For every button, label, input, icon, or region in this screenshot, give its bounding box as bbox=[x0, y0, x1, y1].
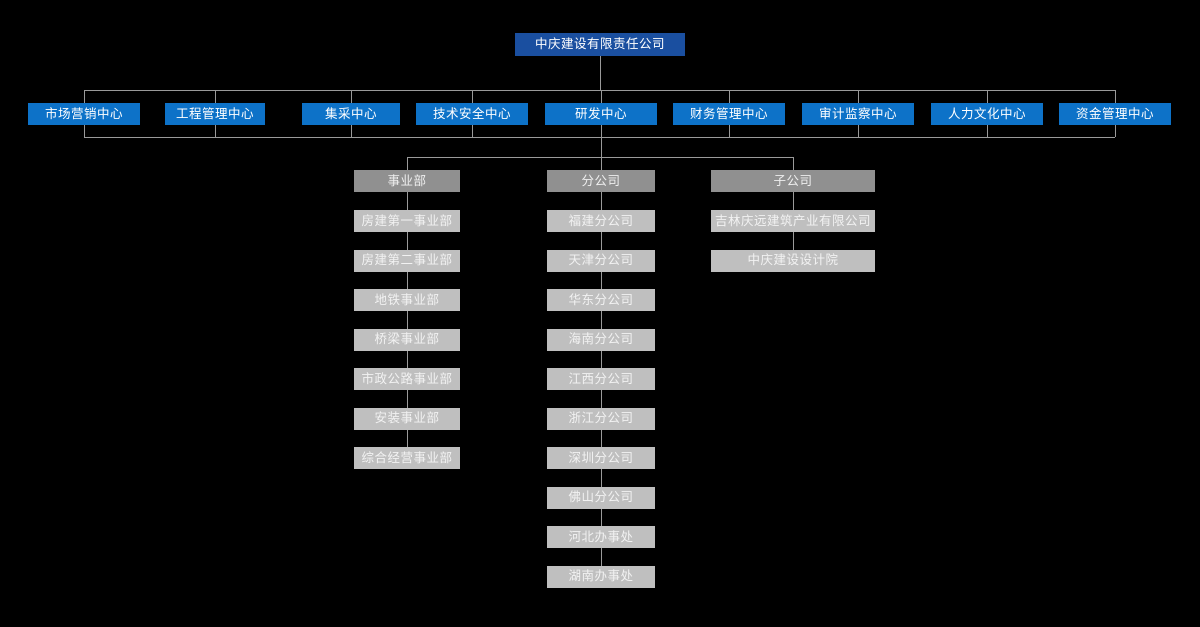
connector-group-drop-1 bbox=[601, 157, 602, 170]
group-0-item-4[interactable]: 市政公路事业部 bbox=[354, 368, 460, 390]
connector-root-stem bbox=[600, 56, 601, 90]
connector-department-drop-7 bbox=[987, 90, 988, 103]
department-node-1[interactable]: 工程管理中心 bbox=[165, 103, 265, 125]
connector-group-drop-0 bbox=[407, 157, 408, 170]
connector-department-drop-6 bbox=[858, 90, 859, 103]
connector-department-stem-2 bbox=[351, 125, 352, 137]
root-node[interactable]: 中庆建设有限责任公司 bbox=[515, 33, 685, 56]
group-1-item-0[interactable]: 福建分公司 bbox=[547, 210, 655, 232]
group-1-item-9[interactable]: 湖南办事处 bbox=[547, 565, 655, 588]
group-header-2[interactable]: 子公司 bbox=[711, 170, 875, 192]
connector-bus-groups bbox=[407, 157, 793, 158]
group-0-item-6[interactable]: 综合经营事业部 bbox=[354, 447, 460, 469]
group-2-item-0[interactable]: 吉林庆远建筑产业有限公司 bbox=[711, 210, 875, 232]
group-1-item-4[interactable]: 江西分公司 bbox=[547, 368, 655, 390]
connector-group-spine-0 bbox=[407, 192, 408, 447]
group-0-item-0[interactable]: 房建第一事业部 bbox=[354, 210, 460, 232]
connector-department-stem-7 bbox=[987, 125, 988, 137]
connector-department-drop-0 bbox=[84, 90, 85, 103]
connector-department-stem-0 bbox=[84, 125, 85, 137]
group-1-item-8[interactable]: 河北办事处 bbox=[547, 526, 655, 548]
connector-bus-departments-top bbox=[84, 90, 1115, 91]
connector-department-stem-3 bbox=[472, 125, 473, 137]
group-0-item-1[interactable]: 房建第二事业部 bbox=[354, 249, 460, 272]
group-1-item-7[interactable]: 佛山分公司 bbox=[547, 486, 655, 509]
department-node-7[interactable]: 人力文化中心 bbox=[931, 103, 1043, 125]
connector-center-stem bbox=[601, 137, 602, 157]
department-node-6[interactable]: 审计监察中心 bbox=[802, 103, 914, 125]
connector-department-stem-8 bbox=[1115, 125, 1116, 137]
connector-department-stem-1 bbox=[215, 125, 216, 137]
connector-department-stem-5 bbox=[729, 125, 730, 137]
connector-bus-departments-bottom bbox=[84, 137, 1115, 138]
department-node-0[interactable]: 市场营销中心 bbox=[28, 103, 140, 125]
department-node-2[interactable]: 集采中心 bbox=[302, 103, 400, 125]
connector-department-drop-4 bbox=[601, 90, 602, 103]
group-1-item-5[interactable]: 浙江分公司 bbox=[547, 407, 655, 430]
group-0-item-2[interactable]: 地铁事业部 bbox=[354, 289, 460, 311]
connector-department-drop-2 bbox=[351, 90, 352, 103]
group-header-0[interactable]: 事业部 bbox=[354, 170, 460, 192]
connector-department-drop-1 bbox=[215, 90, 216, 103]
connector-department-drop-5 bbox=[729, 90, 730, 103]
group-2-item-1[interactable]: 中庆建设设计院 bbox=[711, 249, 875, 272]
group-1-item-1[interactable]: 天津分公司 bbox=[547, 249, 655, 272]
connector-department-stem-6 bbox=[858, 125, 859, 137]
department-node-5[interactable]: 财务管理中心 bbox=[673, 103, 785, 125]
department-node-8[interactable]: 资金管理中心 bbox=[1059, 103, 1171, 125]
group-header-1[interactable]: 分公司 bbox=[547, 170, 655, 192]
group-1-item-2[interactable]: 华东分公司 bbox=[547, 289, 655, 311]
department-node-4[interactable]: 研发中心 bbox=[545, 103, 657, 125]
connector-department-stem-4 bbox=[601, 125, 602, 137]
department-node-3[interactable]: 技术安全中心 bbox=[416, 103, 528, 125]
group-0-item-5[interactable]: 安装事业部 bbox=[354, 407, 460, 430]
connector-department-drop-3 bbox=[472, 90, 473, 103]
connector-department-drop-8 bbox=[1115, 90, 1116, 103]
group-1-item-6[interactable]: 深圳分公司 bbox=[547, 447, 655, 469]
group-1-item-3[interactable]: 海南分公司 bbox=[547, 328, 655, 351]
group-0-item-3[interactable]: 桥梁事业部 bbox=[354, 328, 460, 351]
connector-group-drop-2 bbox=[793, 157, 794, 170]
